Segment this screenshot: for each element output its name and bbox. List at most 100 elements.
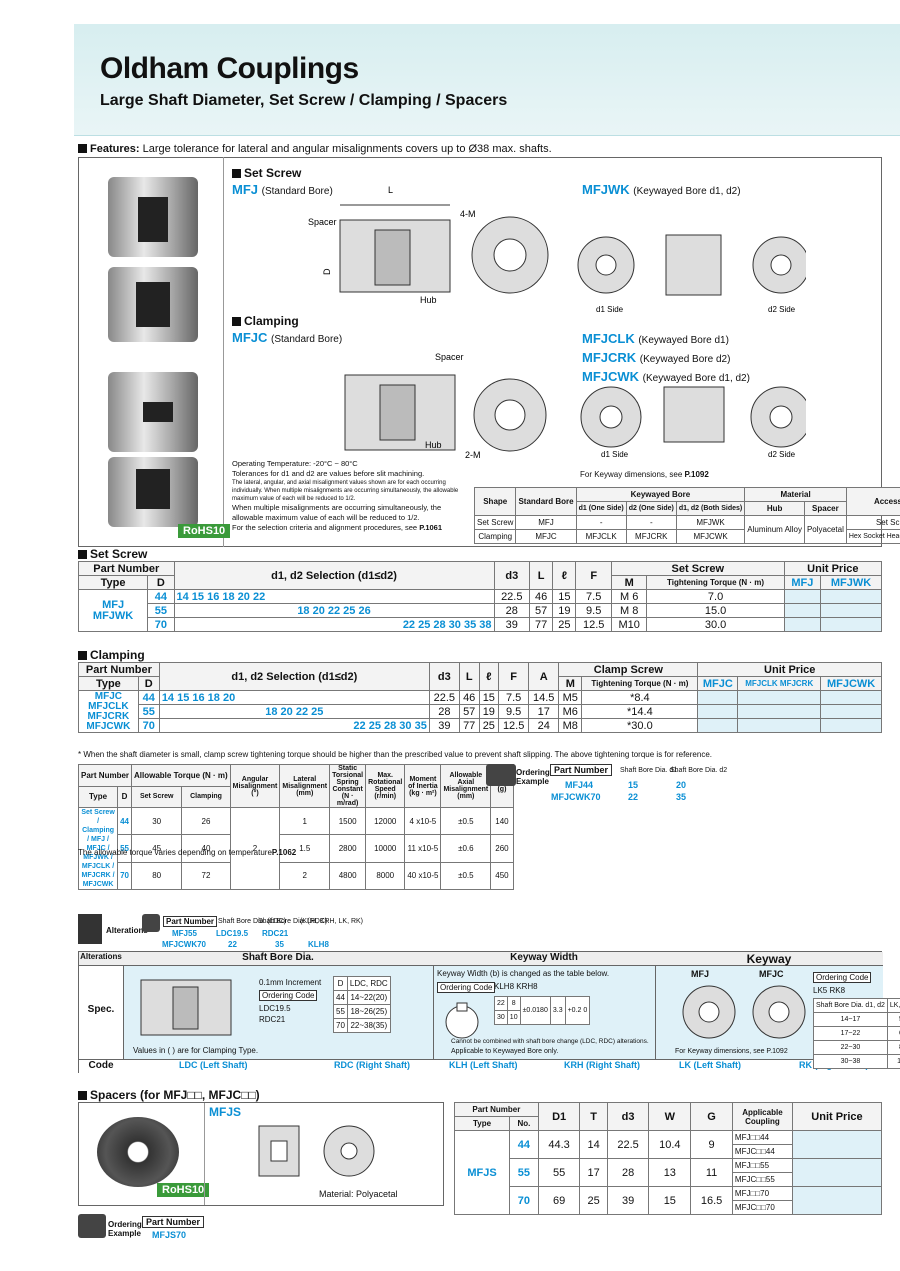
ordering-pn-header: Part Number <box>550 764 613 776</box>
alterations-table: Alterations Shaft Bore Dia. Keyway Width… <box>78 951 900 1073</box>
coupling-photo <box>108 177 198 257</box>
ordering-icon <box>486 764 516 786</box>
code-ldc: LDC (Left Shaft) <box>179 1060 248 1070</box>
kw-example: KLH8 KRH8 <box>494 982 538 991</box>
ordering-value: 15 <box>628 780 639 790</box>
alterations-example: 35 <box>275 940 284 949</box>
spacer-material: Material: Polyacetal <box>319 1189 398 1199</box>
kw-note: Cannot be combined with shaft bore chang… <box>451 1038 649 1045</box>
code-klh: KLH (Left Shaft) <box>449 1060 518 1070</box>
spacer-ordering-icon <box>78 1214 106 1238</box>
svg-text:L: L <box>388 185 393 195</box>
spacer-model: MFJS <box>209 1105 242 1119</box>
ordering-label: Ordering Example <box>516 768 550 786</box>
ordering-value: 20 <box>676 780 687 790</box>
bore-example: RDC21 <box>259 1015 286 1024</box>
clamping-table-heading: Clamping <box>78 648 145 662</box>
svg-text:d1 Side: d1 Side <box>601 450 629 459</box>
alterations-example: MFJCWK70 <box>162 940 207 949</box>
svg-text:Spacer: Spacer <box>435 352 464 362</box>
alterations-label: Alterations <box>106 926 148 935</box>
alterations-example: KLH8 <box>308 940 329 949</box>
alterations-example: MFJ55 <box>172 929 197 938</box>
spacer-drawing <box>258 1125 375 1177</box>
alterations-h: Shaft Bore Dia. (RDC) <box>258 918 328 925</box>
svg-text:Hub: Hub <box>420 295 437 305</box>
key-mfjc: MFJC <box>759 969 784 979</box>
alterations-icon <box>78 914 102 944</box>
clamping-note: * When the shaft diameter is small, clam… <box>78 750 712 759</box>
ordering-row: MFJCWK70 <box>551 792 601 802</box>
coupling-photo <box>108 457 198 527</box>
svg-text:d2 Side: d2 Side <box>768 450 796 459</box>
kw-drawing <box>445 1002 479 1039</box>
alterations-col-header: Keyway Width <box>510 952 578 963</box>
ordering-d1-header: Shaft Bore Dia. d1 <box>620 767 678 774</box>
clamping-drawing: Spacer Hub 2-M <box>344 352 547 460</box>
spacer-ordering-pn: Part Number <box>142 1216 205 1228</box>
features-line: Features: Large tolerance for lateral an… <box>78 143 552 155</box>
photo-column: RoHS10 <box>78 157 231 547</box>
mfjc-keyway-labels: MFJCLK (Keywayed Bore d1) MFJCRK (Keyway… <box>582 331 750 384</box>
spacer-photo <box>97 1117 179 1187</box>
mfjwk-label: MFJWK (Keywayed Bore d1, d2) <box>582 182 741 197</box>
coupling-photo <box>108 267 198 342</box>
code-rdc: RDC (Right Shaft) <box>334 1060 410 1070</box>
alterations-col-header: Alterations <box>80 952 122 961</box>
mfjc-keyway-drawing: d1 Side d2 Side <box>580 386 806 459</box>
set-screw-table-heading: Set Screw <box>78 547 147 561</box>
kw-text: Keyway Width (b) is changed as the table… <box>437 969 610 978</box>
svg-text:4-M: 4-M <box>460 209 476 219</box>
svg-text:D: D <box>322 268 332 275</box>
spacer-figure-box: RoHS10 MFJS Material: Polyacetal <box>78 1102 444 1206</box>
bore-example: LDC19.5 <box>259 1004 291 1013</box>
alterations-h: (KLH, KRH, LK, RK) <box>300 918 364 925</box>
code-label: Code <box>88 1060 114 1071</box>
ordering-row: MFJ44 <box>565 780 594 790</box>
spacer-ordering-value: MFJS70 <box>152 1230 187 1240</box>
svg-text:d2 Side: d2 Side <box>768 305 796 314</box>
key-example: LK5 RK8 <box>813 986 846 995</box>
kw-note: Applicable to Keywayed Bore only. <box>451 1048 559 1055</box>
rohs-badge: RoHS10 <box>157 1183 210 1197</box>
spec-label: Spec. <box>87 1004 115 1015</box>
bore-ordering-code: Ordering Code <box>259 990 318 1001</box>
ordering-value: 35 <box>676 792 687 802</box>
svg-text:2-M: 2-M <box>465 450 481 460</box>
alterations-col-header: Shaft Bore Dia. <box>242 952 314 963</box>
kw-ordering-code: Ordering Code <box>437 982 496 993</box>
keyway-drawing <box>682 985 806 1039</box>
spacer-ordering-label: Ordering Example <box>108 1220 142 1238</box>
code-krh: KRH (Right Shaft) <box>564 1060 640 1070</box>
key-ordering-code: Ordering Code <box>813 972 872 983</box>
clamping-heading: Clamping <box>232 314 299 328</box>
keyway-note: For Keyway dimensions, see P.1092 <box>580 470 709 479</box>
rohs-badge: RoHS10 <box>178 524 231 538</box>
mfj-label: MFJ (Standard Bore) <box>232 182 333 197</box>
alterations-order-icon <box>142 914 160 932</box>
spacers-heading: Spacers (for MFJ□□, MFJC□□) <box>78 1088 260 1102</box>
alterations-example: 22 <box>228 940 237 949</box>
mfjc-label: MFJC (Standard Bore) <box>232 330 343 345</box>
code-lk: LK (Left Shaft) <box>679 1060 741 1070</box>
alterations-pn-header: Part Number <box>163 916 218 927</box>
svg-text:Hub: Hub <box>425 440 442 450</box>
set-screw-drawing: D Spacer Hub 4-M L <box>308 185 549 305</box>
key-note: For Keyway dimensions, see P.1092 <box>675 1048 788 1055</box>
set-screw-heading: Set Screw <box>232 166 301 180</box>
alterations-col-header: Keyway <box>746 952 792 966</box>
coupling-photo <box>108 372 198 452</box>
alterations-h: Shaft Bore Dia. (LDC) <box>218 918 287 925</box>
header-band <box>74 24 900 136</box>
svg-text:Spacer: Spacer <box>308 217 337 227</box>
key-mfj: MFJ <box>691 969 709 979</box>
torque-note: The allowable torque varies depending on… <box>78 848 297 857</box>
